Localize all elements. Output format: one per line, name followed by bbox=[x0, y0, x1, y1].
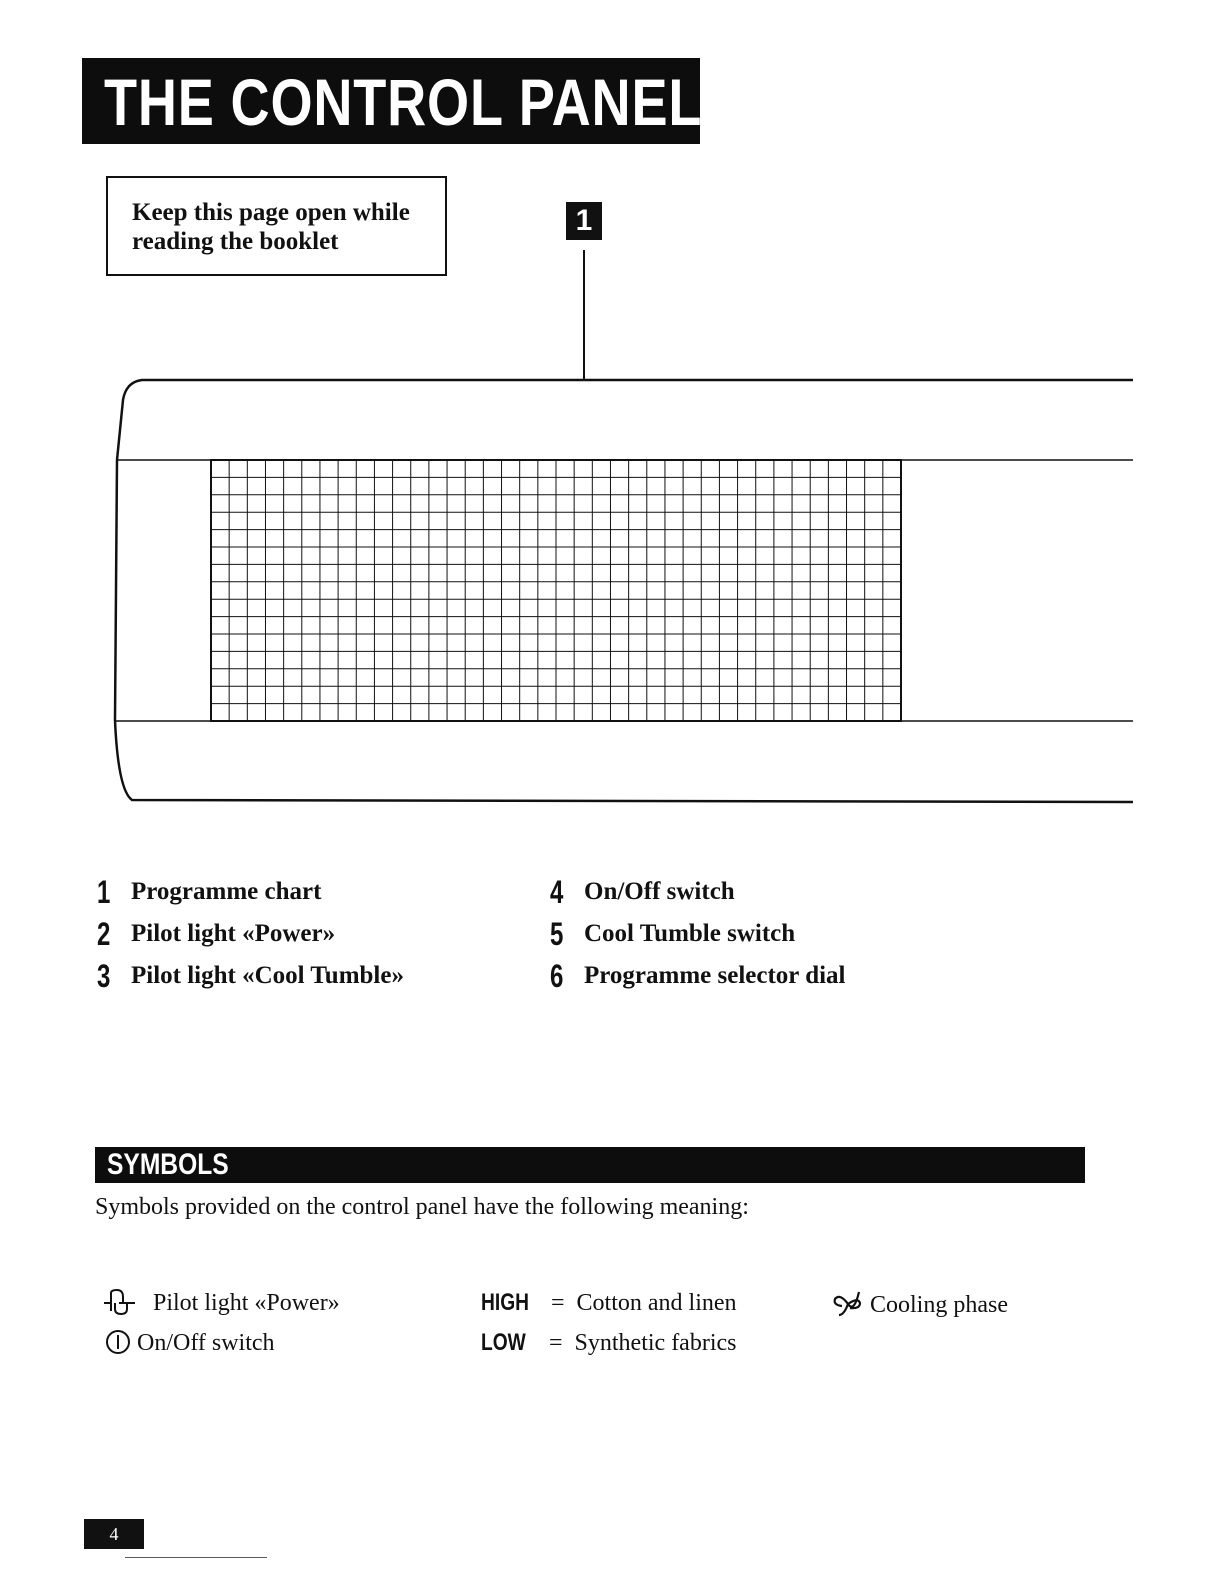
symbol-power-label: Pilot light «Power» bbox=[153, 1290, 340, 1316]
page-number: 4 bbox=[84, 1519, 144, 1549]
footer-line bbox=[125, 1557, 267, 1558]
note-line-2: reading the booklet bbox=[132, 228, 339, 255]
symbol-cooling: Cooling phase bbox=[832, 1289, 1008, 1319]
control-panel-drawing bbox=[113, 378, 1134, 804]
note-box: Keep this page open while reading the bo… bbox=[106, 176, 447, 276]
legend-num: 6 bbox=[550, 958, 564, 994]
symbol-power: Pilot light «Power» bbox=[103, 1288, 340, 1317]
on-off-switch-icon bbox=[106, 1330, 130, 1354]
legend-num: 4 bbox=[550, 874, 564, 910]
symbol-cooling-label: Cooling phase bbox=[870, 1292, 1008, 1318]
symbols-intro: Symbols provided on the control panel ha… bbox=[95, 1194, 749, 1220]
symbol-high: HIGH = Cotton and linen bbox=[481, 1289, 737, 1317]
legend-label: Pilot light «Cool Tumble» bbox=[131, 962, 404, 989]
legend-num: 2 bbox=[97, 916, 111, 952]
symbols-heading-bar: SYMBOLS bbox=[95, 1147, 1085, 1183]
page-title-text: THE CONTROL PANEL bbox=[104, 65, 703, 139]
callout-leader-line bbox=[583, 250, 585, 380]
legend-label: Pilot light «Power» bbox=[131, 920, 336, 947]
high-value: Cotton and linen bbox=[576, 1290, 737, 1316]
symbol-low: LOW = Synthetic fabrics bbox=[481, 1329, 736, 1357]
legend-label: Cool Tumble switch bbox=[584, 920, 796, 947]
low-key: LOW bbox=[481, 1329, 526, 1356]
panel-top-edge bbox=[115, 378, 1133, 461]
panel-left-edge bbox=[113, 459, 1134, 804]
symbol-onoff-label: On/Off switch bbox=[137, 1330, 275, 1356]
high-key: HIGH bbox=[481, 1289, 529, 1316]
note-line-1: Keep this page open while bbox=[132, 199, 410, 226]
legend-num: 5 bbox=[550, 916, 564, 952]
symbols-heading: SYMBOLS bbox=[107, 1148, 229, 1181]
callout-number-1: 1 bbox=[566, 202, 602, 240]
cooling-phase-icon bbox=[833, 1291, 862, 1317]
page-title: THE CONTROL PANEL bbox=[82, 58, 703, 144]
legend-label: Programme chart bbox=[131, 878, 322, 905]
programme-chart-grid bbox=[211, 460, 901, 721]
symbol-onoff: On/Off switch bbox=[105, 1329, 275, 1357]
high-eq: = bbox=[551, 1290, 565, 1316]
low-eq: = bbox=[548, 1330, 563, 1356]
pilot-light-power-icon bbox=[104, 1288, 135, 1316]
legend-label: Programme selector dial bbox=[584, 962, 846, 989]
low-value: Synthetic fabrics bbox=[574, 1330, 737, 1356]
legend-num: 1 bbox=[97, 874, 111, 910]
legend-label: On/Off switch bbox=[584, 878, 735, 905]
legend-num: 3 bbox=[97, 958, 111, 994]
